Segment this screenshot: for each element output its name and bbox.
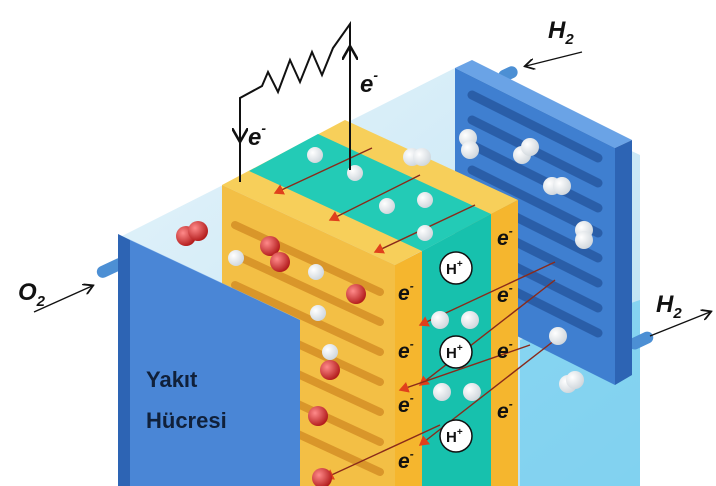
svg-text:e-: e- <box>497 224 513 250</box>
h2-outlet-arrow <box>649 312 710 337</box>
o2-inlet-label: O2 <box>18 279 46 310</box>
electron-labels-anode: e- e- e- e- <box>497 224 513 423</box>
svg-text:e-: e- <box>398 337 414 363</box>
svg-text:H+: H+ <box>446 259 463 278</box>
electron-label-right: e- <box>360 67 378 98</box>
cathode-layer <box>395 251 422 486</box>
svg-text:H+: H+ <box>446 427 463 446</box>
h2-outlet-pipe <box>628 331 654 350</box>
svg-text:e-: e- <box>497 281 513 307</box>
svg-text:e-: e- <box>398 279 414 305</box>
external-circuit <box>239 20 351 182</box>
anode-layer <box>491 200 518 486</box>
electron-label-left: e- <box>248 120 266 151</box>
electron-labels-cathode: e- e- e- e- <box>398 279 414 473</box>
svg-text:e-: e- <box>398 391 414 417</box>
resistor-wire <box>239 20 351 182</box>
h2-inlet-arrow <box>526 51 583 66</box>
svg-text:H+: H+ <box>446 343 463 362</box>
h2-outlet-label: H2 <box>656 291 682 322</box>
anode-channels <box>467 90 603 338</box>
h2-inlet-label: H2 <box>548 17 574 48</box>
membrane-top <box>249 134 491 251</box>
svg-text:e-: e- <box>497 337 513 363</box>
svg-text:e-: e- <box>398 447 414 473</box>
proton-badges: H+ H+ H+ <box>439 251 473 453</box>
title-line-2: Hücresi <box>146 408 227 433</box>
cathode-plate-front: Yakıt Hücresi <box>118 234 300 486</box>
membrane-electrode-assembly <box>222 120 518 486</box>
svg-text:e-: e- <box>497 397 513 423</box>
anode-plate <box>455 60 654 385</box>
o2-inlet-arrow <box>33 286 92 313</box>
title-line-1: Yakıt <box>146 367 198 392</box>
oxygen-molecules <box>176 221 366 486</box>
